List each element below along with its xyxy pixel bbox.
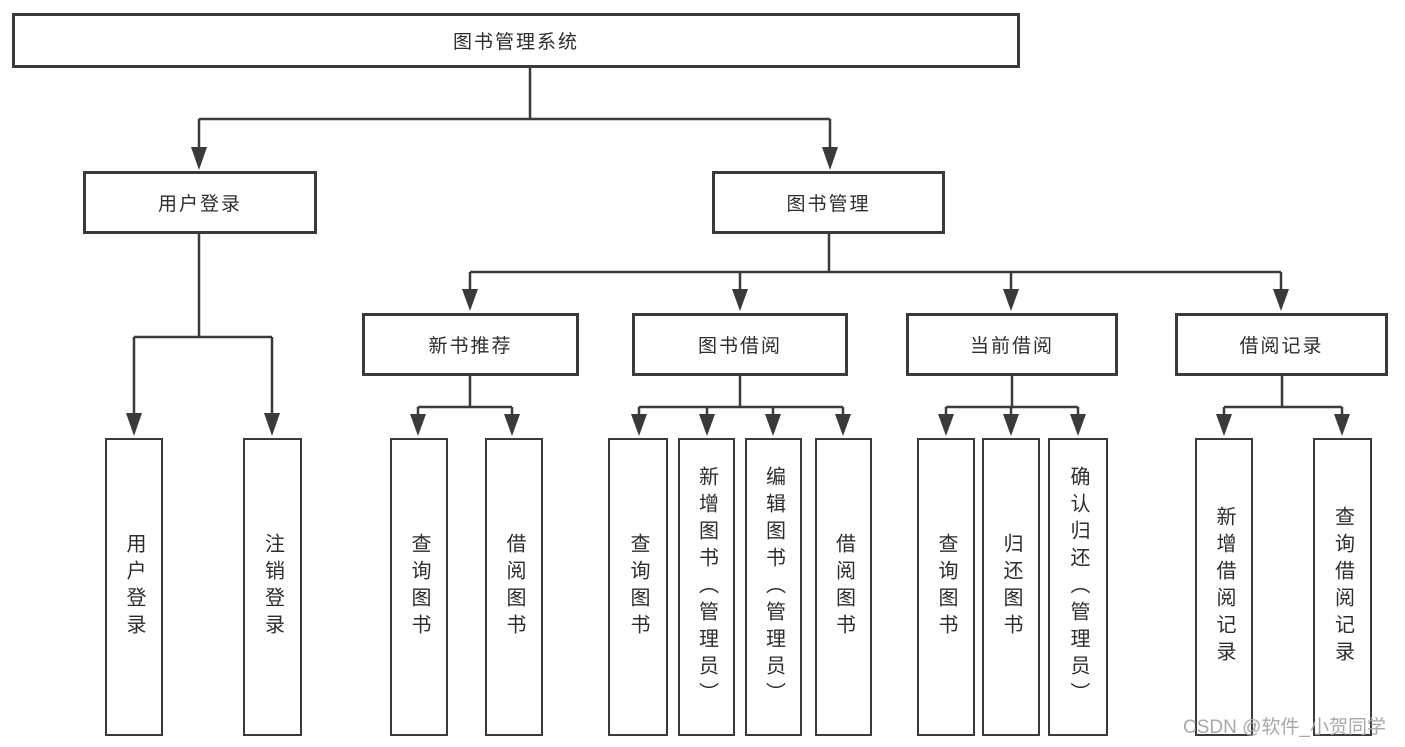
node-label: 确认归还（管理员） xyxy=(1067,465,1089,709)
node-book-borrowing: 图书借阅 xyxy=(632,313,848,376)
node-user-login: 用户登录 xyxy=(105,438,163,736)
node-borrow-book-1: 借阅图书 xyxy=(485,438,543,736)
node-label: 图书借阅 xyxy=(697,336,782,357)
node-label: 编辑图书（管理员） xyxy=(762,465,785,709)
connector xyxy=(197,68,832,150)
connector xyxy=(132,234,274,416)
arrowhead xyxy=(699,414,715,436)
connector xyxy=(416,376,514,418)
node-return-book: 归还图书 xyxy=(982,438,1040,736)
node-query-book-1: 查询图书 xyxy=(390,438,448,736)
node-label: 借阅记录 xyxy=(1239,336,1324,357)
csdn-watermark: CSDN @软件_小贺同学 xyxy=(1183,717,1386,738)
node-label: 图书管理 xyxy=(786,194,871,215)
arrowhead xyxy=(1070,414,1086,436)
node-current-borrowing: 当前借阅 xyxy=(906,313,1118,376)
node-label: 用户登录 xyxy=(123,533,145,641)
connector xyxy=(637,376,845,418)
arrowhead xyxy=(835,414,851,436)
node-logout: 注销登录 xyxy=(243,438,302,736)
node-root-label: 图书管理系统 xyxy=(452,32,579,53)
node-label: 新增图书（管理员） xyxy=(695,465,718,709)
arrowhead xyxy=(1334,414,1350,436)
node-query-borrow-record: 查询借阅记录 xyxy=(1313,438,1372,736)
node-book-management: 图书管理 xyxy=(712,171,945,234)
arrowhead xyxy=(264,413,280,436)
node-user-login-branch: 用户登录 xyxy=(83,171,317,234)
arrowhead xyxy=(1273,289,1289,311)
arrowhead xyxy=(631,414,647,436)
node-label: 查询图书 xyxy=(935,533,957,641)
node-label: 用户登录 xyxy=(157,194,242,215)
node-label: 查询图书 xyxy=(627,533,649,641)
node-add-book-admin: 新增图书（管理员） xyxy=(678,438,735,736)
node-root: 图书管理系统 xyxy=(12,13,1020,68)
node-label: 归还图书 xyxy=(1000,533,1022,641)
node-label: 新增借阅记录 xyxy=(1213,506,1235,668)
arrowhead xyxy=(765,414,781,436)
node-confirm-return-admin: 确认归还（管理员） xyxy=(1048,438,1108,736)
arrowhead xyxy=(822,147,838,170)
node-label: 查询借阅记录 xyxy=(1331,506,1354,668)
node-add-borrow-record: 新增借阅记录 xyxy=(1195,438,1253,736)
arrowhead xyxy=(504,414,520,436)
node-new-book-recommend: 新书推荐 xyxy=(362,313,579,376)
arrowhead xyxy=(1216,414,1232,436)
arrowhead xyxy=(732,289,748,311)
node-query-book-3: 查询图书 xyxy=(917,438,975,736)
node-query-book-2: 查询图书 xyxy=(608,438,668,736)
arrowhead xyxy=(1003,289,1019,311)
node-label: 借阅图书 xyxy=(503,533,525,641)
node-borrow-book-2: 借阅图书 xyxy=(815,438,872,736)
arrowhead xyxy=(191,147,207,170)
node-label: 查询图书 xyxy=(408,533,430,641)
arrowhead xyxy=(1003,414,1019,436)
arrowhead xyxy=(462,289,478,311)
node-edit-book-admin: 编辑图书（管理员） xyxy=(745,438,802,736)
arrowhead xyxy=(938,414,954,436)
connector xyxy=(468,234,1283,293)
connector xyxy=(944,376,1080,418)
node-label: 当前借阅 xyxy=(969,336,1054,357)
arrowhead xyxy=(126,413,142,436)
connector xyxy=(1222,376,1344,418)
node-borrowing-records: 借阅记录 xyxy=(1175,313,1388,376)
node-label: 借阅图书 xyxy=(832,533,855,641)
node-label: 新书推荐 xyxy=(428,336,513,357)
arrowhead xyxy=(410,414,426,436)
node-label: 注销登录 xyxy=(261,533,284,641)
